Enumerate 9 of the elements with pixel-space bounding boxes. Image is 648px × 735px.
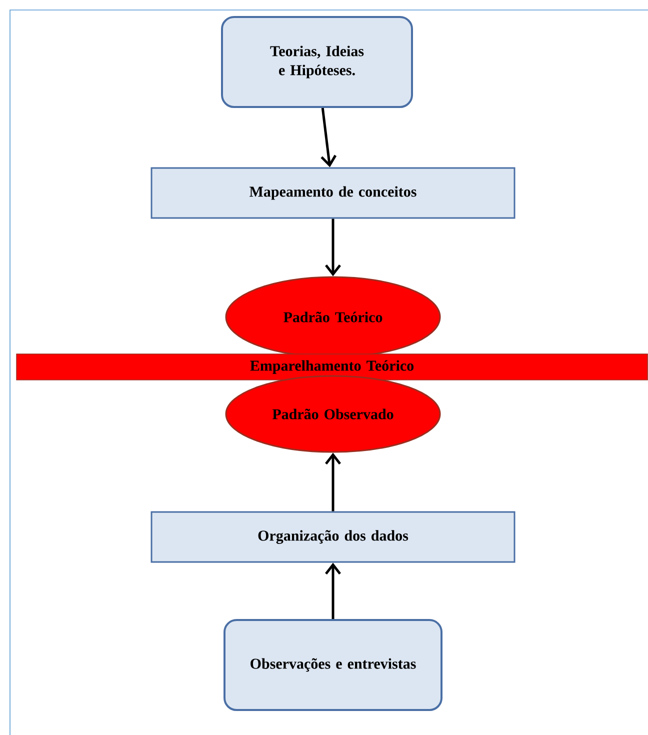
process-box: Mapeamento de conceitos [150, 167, 516, 219]
process-box: Organização dos dados [150, 511, 516, 563]
arrow [325, 562, 341, 619]
matching-band: Emparelhamento Teórico [16, 354, 648, 380]
rounded-box: Observações e entrevistas [224, 619, 442, 711]
arrow [320, 108, 337, 168]
rounded-box: Teorias, Ideias e Hipóteses. [221, 16, 413, 108]
arrow [325, 218, 341, 276]
arrow [325, 452, 341, 512]
